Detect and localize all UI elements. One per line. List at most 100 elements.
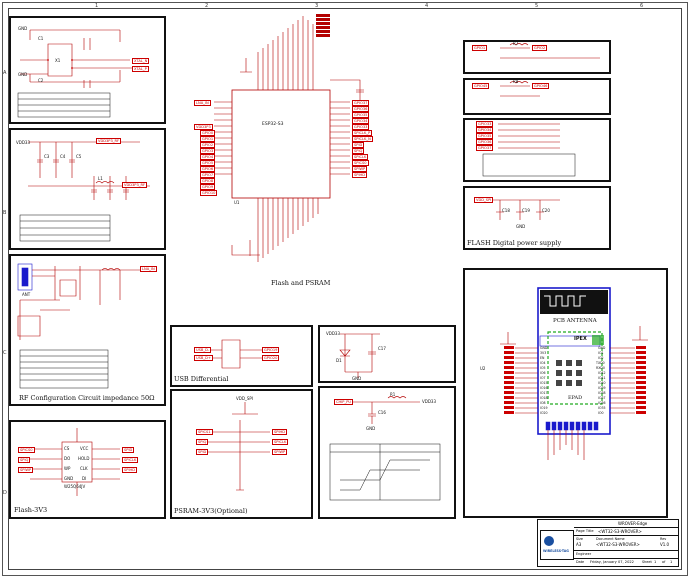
crystal-gnd2-label: GND bbox=[18, 72, 28, 77]
module-lpin-2: EN bbox=[540, 356, 545, 360]
digital-power-title: FLASH Digital power supply bbox=[467, 239, 562, 247]
tb-row-1 bbox=[574, 527, 678, 528]
r-array-note bbox=[482, 153, 576, 177]
pcap-c17-label: C17 bbox=[378, 346, 386, 351]
tb-doc-label: Document Name bbox=[596, 537, 625, 541]
module-lpin-10: IO18 bbox=[540, 396, 548, 400]
pcap-d1-label: D1 bbox=[336, 358, 342, 363]
usb-net-gpio20: GPIO20 bbox=[262, 355, 280, 361]
rarray-net-4: GPIO37 bbox=[476, 145, 494, 151]
tb-rev: V1.0 bbox=[660, 542, 670, 547]
esp-left-net-9: GPIO7 bbox=[200, 172, 216, 178]
tb-header: WROVER-Edge bbox=[618, 521, 648, 526]
logo-icon bbox=[544, 536, 554, 546]
module-lpin-6: IO7 bbox=[540, 376, 546, 380]
module-rpin-0: GND bbox=[598, 346, 606, 350]
module-rpin-2: IO2 bbox=[598, 356, 604, 360]
xtal-n-net: XTAL_N bbox=[132, 58, 150, 64]
module-ipex-label: IPEX bbox=[574, 336, 587, 342]
crystal-gnd-label: GND bbox=[18, 26, 28, 31]
rf-connector bbox=[17, 263, 33, 291]
flash-net-spihd: SPIHD bbox=[122, 467, 137, 473]
module-rpin-12: IO35 bbox=[598, 406, 606, 410]
chippu-c16-label: C16 bbox=[378, 410, 386, 415]
logo-text: WIRELESS-TAG bbox=[543, 549, 569, 553]
psram-block bbox=[170, 389, 313, 519]
usb-net-dm: USB_D- bbox=[194, 347, 212, 353]
tb-date-label: Date bbox=[576, 560, 585, 564]
usb-net-dp: USB_D+ bbox=[194, 355, 213, 361]
esp-left-net-5: GPIO3 bbox=[200, 148, 216, 154]
crystal-c1-label: C1 bbox=[38, 36, 44, 41]
dpower-gnd-label: GND bbox=[516, 224, 526, 229]
module-rpin-10: IO37 bbox=[598, 396, 606, 400]
esp-left-net-11: GPIO9 bbox=[200, 184, 216, 190]
chip-pu-timing bbox=[329, 443, 441, 501]
esp-left-net-12: GPIO10 bbox=[200, 190, 218, 196]
psram-title: PSRAM-3V3(Optional) bbox=[174, 507, 248, 515]
module-wires bbox=[500, 326, 648, 460]
rf-title: RF Configuration Circuit impedance 50Ω bbox=[19, 394, 155, 402]
tb-engineer-label: Engineer bbox=[576, 552, 592, 556]
esp-right-net-6: SPICLK_N bbox=[352, 136, 373, 142]
ruler-left-c: C bbox=[3, 350, 7, 356]
module-ref: U2 bbox=[480, 366, 486, 371]
crystal-c2-label: C2 bbox=[38, 78, 44, 83]
rarray-net-3: GPIO36 bbox=[476, 139, 494, 145]
module-lpin-8: IO16 bbox=[540, 386, 548, 390]
tb-row-3 bbox=[574, 550, 678, 551]
rstrap-net-gpio46: GPIO46 bbox=[532, 83, 550, 89]
esp-chip bbox=[214, 16, 364, 262]
module-rpin-6: IO41 bbox=[598, 376, 606, 380]
flash-net-spiq: SPIQ bbox=[18, 457, 31, 463]
rstrap-net-gpio45: GPIO45 bbox=[472, 83, 490, 89]
esp-right-net-5: SPICLK_P bbox=[352, 130, 373, 136]
psram-net-4: SPICLK bbox=[272, 439, 289, 445]
ruler-top-2: 2 bbox=[205, 3, 209, 9]
usb-net-gpio19: GPIO19 bbox=[262, 347, 280, 353]
module-lpin-7: IO15 bbox=[540, 381, 548, 385]
rtop-net-gpio1: GPIO1 bbox=[472, 45, 488, 51]
logo-box: WIRELESS-TAG bbox=[540, 530, 574, 560]
usb-title: USB Differential bbox=[174, 375, 229, 383]
flash-pin-wp: WP bbox=[64, 466, 71, 471]
ruler-left-b: B bbox=[3, 210, 7, 216]
ldo-c3-label: C3 bbox=[44, 154, 50, 159]
module-lpin-13: IO20 bbox=[540, 411, 548, 415]
module-rpin-13: IO0 bbox=[598, 411, 604, 415]
rtop-net-gpio2: GPIO2 bbox=[532, 45, 548, 51]
chippu-r1-label: R1 bbox=[390, 392, 396, 397]
module-nets-right bbox=[636, 346, 646, 414]
crystal-notes bbox=[17, 92, 111, 118]
tb-rev-label: Rev bbox=[660, 537, 667, 541]
flash-pin-vcc: VCC bbox=[80, 446, 89, 451]
crystal-wires bbox=[20, 29, 140, 88]
right-resistors bbox=[490, 43, 600, 220]
flash-pin-di: DI bbox=[82, 476, 87, 481]
flash-pin-clk: CLK bbox=[80, 466, 88, 471]
flash-pin-gnd: GND bbox=[64, 476, 74, 481]
tb-of-label: of bbox=[662, 560, 666, 564]
esp-left-net-3: GPIO1 bbox=[200, 136, 216, 142]
esp-left-net-2: GPIO0 bbox=[200, 130, 216, 136]
tb-row-2 bbox=[574, 535, 678, 536]
usb-block bbox=[170, 325, 313, 387]
tb-size-label: Size bbox=[576, 537, 583, 541]
xtal-p-net: XTAL_P bbox=[132, 66, 149, 72]
esp-nets-top bbox=[316, 14, 330, 37]
module-lpin-0: GND bbox=[540, 346, 548, 350]
module-lpin-4: IO5 bbox=[540, 366, 546, 370]
tb-size: A3 bbox=[576, 542, 582, 547]
esp-right-net-11: SPIWP bbox=[352, 166, 368, 172]
psram-net-3: SPIHD bbox=[272, 429, 287, 435]
flash-net-spics0: SPICS0 bbox=[18, 447, 35, 453]
tb-date: Friday, January 07, 2022 bbox=[590, 560, 634, 564]
module-rpin-8: IO39 bbox=[598, 386, 606, 390]
esp-title: Flash and PSRAM bbox=[271, 279, 331, 287]
esp-right-net-7: SPID bbox=[352, 142, 365, 148]
ruler-top-3: 3 bbox=[315, 3, 319, 9]
esp-left-net-6: GPIO4 bbox=[200, 154, 216, 160]
rf-block bbox=[9, 254, 166, 406]
